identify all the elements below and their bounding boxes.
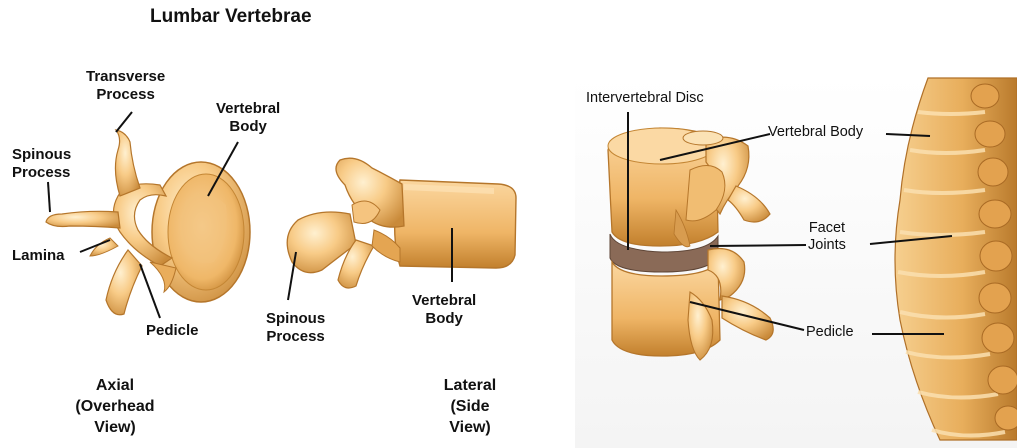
caption-lateral-line3: View) <box>420 417 520 438</box>
label-lateral-vertebral-body: Vertebral Body <box>412 292 476 328</box>
label-pedicle: Pedicle <box>146 322 199 340</box>
caption-lateral-line2: (Side <box>420 396 520 417</box>
label-lateral-vertebral-body-line2: Body <box>412 310 476 328</box>
label-transverse-process-line1: Transverse <box>86 68 165 86</box>
label-lamina: Lamina <box>12 247 65 265</box>
figure-title: Lumbar Vertebrae <box>150 6 312 28</box>
lateral-vertebra-illustration <box>287 158 516 288</box>
label-axial-spinous-process-line1: Spinous <box>12 146 71 164</box>
label-spine-vertebral-body: Vertebral Body <box>768 124 863 141</box>
label-transverse-process-line2: Process <box>86 86 165 104</box>
caption-lateral-line1: Lateral <box>420 375 520 396</box>
label-transverse-process: Transverse Process <box>86 68 165 104</box>
label-axial-spinous-process-line2: Process <box>12 164 71 182</box>
caption-axial-line1: Axial <box>50 375 180 396</box>
caption-lateral: Lateral (Side View) <box>420 375 520 438</box>
label-lateral-vertebral-body-line1: Vertebral <box>412 292 476 310</box>
label-facet-joints-line2: Joints <box>808 237 846 254</box>
caption-axial-line2: (Overhead <box>50 396 180 417</box>
label-intervertebral-disc: Intervertebral Disc <box>586 90 704 107</box>
label-facet-joints: Facet Joints <box>808 220 846 254</box>
label-axial-vertebral-body-line2: Body <box>216 118 280 136</box>
caption-axial: Axial (Overhead View) <box>50 375 180 438</box>
label-axial-spinous-process: Spinous Process <box>12 146 71 182</box>
label-lateral-spinous-process: Spinous Process <box>266 310 325 346</box>
caption-axial-line3: View) <box>50 417 180 438</box>
label-spine-pedicle: Pedicle <box>806 324 854 341</box>
label-axial-vertebral-body: Vertebral Body <box>216 100 280 136</box>
label-lateral-spinous-process-line2: Process <box>266 328 325 346</box>
label-lateral-spinous-process-line1: Spinous <box>266 310 325 328</box>
label-facet-joints-line1: Facet <box>808 220 846 237</box>
label-axial-vertebral-body-line1: Vertebral <box>216 100 280 118</box>
